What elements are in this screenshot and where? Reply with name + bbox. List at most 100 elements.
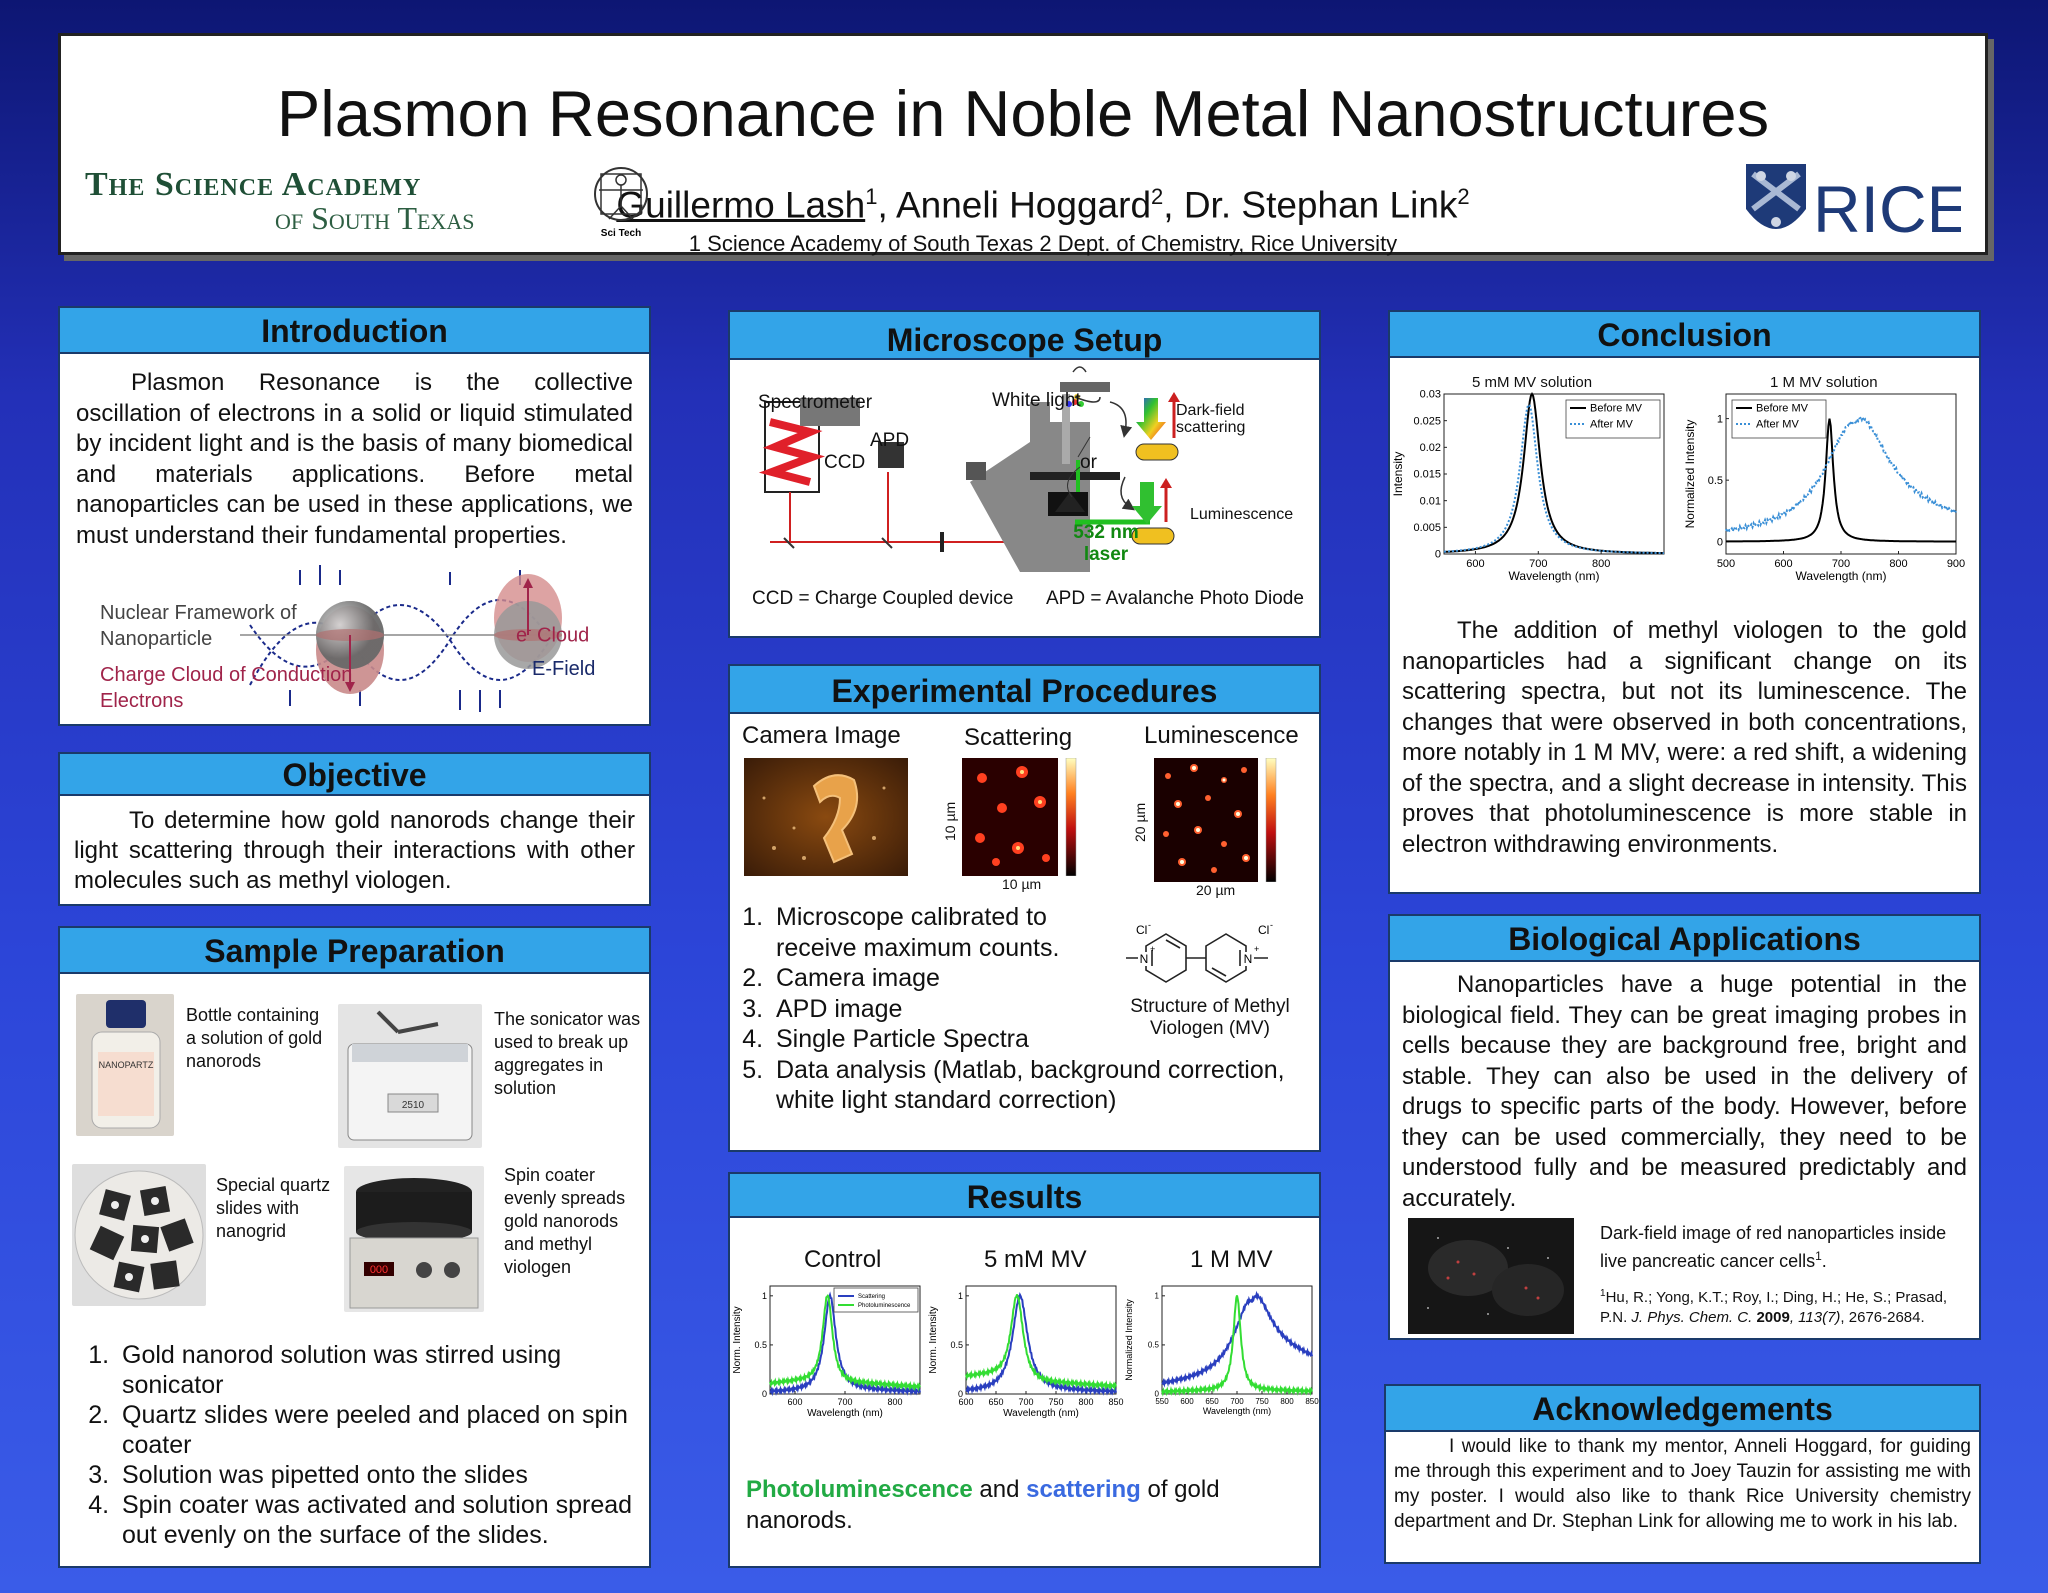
legend-box [1565,399,1661,439]
spin-coater-photo: 000 [344,1166,484,1312]
x-axis-label: Wavelength (nm) [807,1408,883,1419]
y-tick-label: 0 [762,1389,767,1399]
author-1: Guillermo Lash [616,184,866,226]
series-line [1726,418,1956,543]
objective-text: To determine how gold nanorods change th… [74,807,635,894]
y-tick-label: 0.03 [1420,389,1441,401]
y-tick-label: 1 [1155,1291,1160,1300]
series-line [769,1294,921,1392]
sonicator-photo: 2510 [338,1004,482,1148]
camera-image-title: Camera Image [742,722,901,749]
x-tick-label: 700 [1832,558,1850,570]
author-3: , Dr. Stephan Link [1163,184,1458,226]
x-tick-label: 600 [1774,558,1792,570]
bottle-caption: Bottle containing a solution of gold nan… [186,1005,323,1071]
series-line [1443,403,1664,555]
nuclear-framework-label: Nuclear Framework of Nanoparticle [100,602,297,650]
x-tick-label: 700 [1230,1397,1244,1406]
y-axis-label: Norm. Intensity [732,1306,743,1373]
introduction-panel: Introduction Plasmon Resonance is the co… [58,306,651,726]
e-cloud-label: e- Cloud [516,622,590,647]
spin-coater-caption: Spin coater evenly spreads gold nanorods… [504,1165,626,1277]
results-caption: Photoluminescence and scattering of gold… [746,1476,1220,1534]
y-axis-label: Norm. Intensity [928,1306,939,1373]
ccd-definition: CCD = Charge Coupled device [752,588,1014,609]
poster-title: Plasmon Resonance in Noble Metal Nanostr… [276,77,1770,150]
sample-preparation-heading: Sample Preparation [60,928,649,974]
affiliations: 1 Science Academy of South Texas 2 Dept.… [688,231,1398,256]
svg-text:+: + [1254,944,1259,954]
luminescence-y-scale: 20 µm [1132,802,1148,842]
series-line [1725,413,1957,536]
legend-entry: After MV [1756,419,1799,431]
darkfield-cells-image [1408,1218,1574,1334]
x-tick-label: 750 [1048,1397,1063,1407]
biological-applications-panel: Biological Applications Nanoparticles ha… [1388,914,1981,1340]
procedure-steps-list: Microscope calibrated to receive maximum… [724,902,1314,1116]
x-tick-label: 900 [1947,558,1965,570]
acknowledgements-text: I would like to thank my mentor, Anneli … [1394,1436,1971,1532]
list-item: Single Particle Spectra [770,1024,1314,1055]
conclusion-text: The addition of methyl viologen to the g… [1402,617,1967,858]
conclusion-chart1-title: 5 mM MV solution [1472,374,1593,391]
bottle-photo: NANOPARTZ [76,994,174,1136]
svg-text:-: - [1148,922,1151,930]
microscope-setup-heading: Microscope Setup [730,312,1319,360]
x-tick-label: 700 [837,1397,852,1407]
list-item: Gold nanorod solution was stirred using … [116,1340,646,1400]
y-tick-label: 0.02 [1420,442,1441,454]
x-tick-label: 850 [1108,1397,1123,1407]
list-item: APD image [770,994,1314,1025]
scattering-image [962,758,1077,876]
x-axis-label: Wavelength (nm) [1796,569,1887,583]
svg-text:000: 000 [370,1264,388,1276]
svg-text:+: + [1150,944,1155,954]
legend-entry: Scattering [858,1294,885,1300]
svg-text:NANOPARTZ: NANOPARTZ [99,1060,154,1070]
scattering-y-scale: 10 µm [942,801,958,841]
author-2: , Anneli Hoggard [877,184,1152,226]
camera-image [744,758,908,876]
acknowledgements-panel: Acknowledgements I would like to thank m… [1384,1384,1981,1564]
y-tick-label: 0.025 [1413,415,1441,427]
conclusion-chart2-title: 1 M MV solution [1770,374,1878,391]
x-tick-label: 700 [1018,1397,1033,1407]
y-tick-label: 0 [1155,1390,1160,1399]
plasmon-diagram [240,565,562,712]
x-tick-label: 650 [1205,1397,1219,1406]
list-item: Microscope calibrated to receive maximum… [770,902,1090,963]
microscope-diagram [758,366,1150,572]
results-heading: Results [730,1174,1319,1218]
charge-cloud-label: Charge Cloud of Conduction Electrons [100,664,353,712]
x-tick-label: 550 [1155,1397,1169,1406]
chart-title-1m: 1 M MV [1190,1246,1273,1273]
y-axis-label: Normalized Intensity [1124,1299,1134,1381]
x-tick-label: 600 [958,1397,973,1407]
x-axis-label: Wavelength (nm) [1203,1406,1271,1416]
svg-text:RICE: RICE [1813,172,1961,246]
list-item: Data analysis (Matlab, background correc… [770,1055,1314,1116]
acknowledgements-heading: Acknowledgements [1386,1386,1979,1432]
svg-text:Cl: Cl [1258,923,1269,937]
apd-label: APD [870,430,910,451]
x-tick-label: 800 [1280,1397,1294,1406]
y-tick-label: 0.01 [1420,495,1441,507]
quartz-slides-photo [72,1164,206,1306]
ccd-label: CCD [824,452,866,473]
legend-box [1731,399,1827,439]
sci-tech-logo: Sci Tech [594,167,648,239]
x-tick-label: 800 [1889,558,1907,570]
y-axis-label: Normalized Intensity [1683,420,1697,529]
x-tick-label: 600 [787,1397,802,1407]
chart-title-control: Control [804,1246,882,1273]
legend-entry: Photoluminescence [858,1303,911,1309]
y-tick-label: 0 [958,1389,963,1399]
darkfield-caption: Dark-field image of red nanoparticles in… [1600,1223,1947,1271]
introduction-text: Plasmon Resonance is the collective osci… [76,369,633,549]
y-tick-label: 0.5 [1708,475,1723,487]
chart-title-5mm: 5 mM MV [984,1246,1087,1273]
